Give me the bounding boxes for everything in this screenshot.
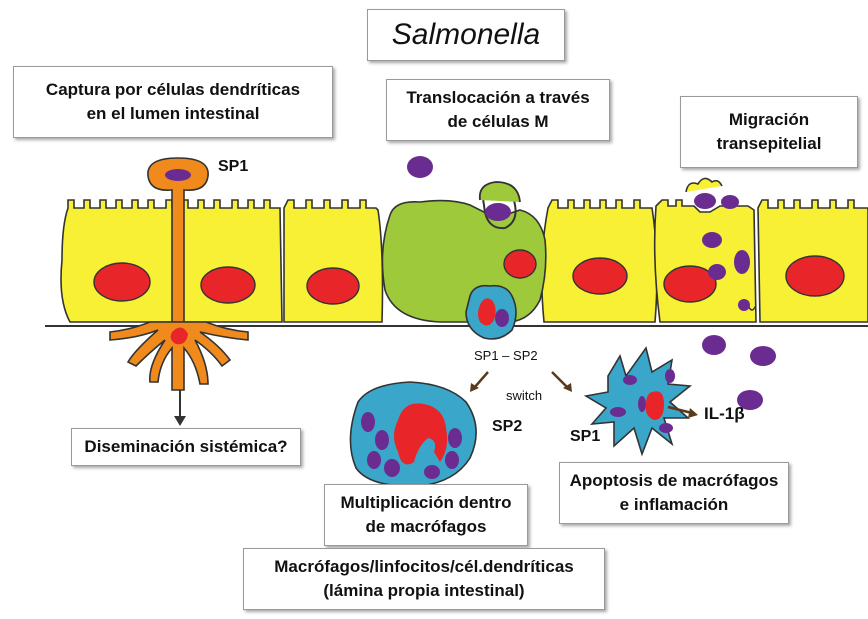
transepithelial-migration-line1: Migración [681, 108, 857, 132]
multiplication-line1: Multiplicación dentro [325, 491, 527, 515]
lamina-propria-box: Macrófagos/linfocitos/cél.dendríticas (l… [243, 548, 605, 610]
dendritic-capture-box: Captura por células dendríticas en el lu… [13, 66, 333, 138]
m-cell-translocation-line1: Translocación a través [387, 86, 609, 110]
macrophage-spiky [586, 348, 690, 454]
apoptosis-box: Apoptosis de macrófagos e inflamación [559, 462, 789, 524]
dissemination-line1: Diseminación sistémica? [72, 435, 300, 459]
enterocyte-1 [61, 200, 176, 322]
enterocyte-3 [284, 200, 383, 322]
m-cell-translocation-line2: de células M [387, 110, 609, 134]
apoptosis-line1: Apoptosis de macrófagos [560, 469, 788, 493]
switch-label: switch [506, 388, 542, 403]
multiplication-line2: de macrófagos [325, 515, 527, 539]
enterocyte-2 [178, 200, 282, 322]
lamina-propria-line1: Macrófagos/linfocitos/cél.dendríticas [244, 555, 604, 579]
m-cell [382, 182, 545, 322]
enterocyte-4 [542, 200, 657, 322]
dendritic-capture-line2: en el lumen intestinal [14, 102, 332, 126]
macrophage-small [466, 286, 516, 339]
apoptosis-line2: e inflamación [560, 493, 788, 517]
sp1-label-bottom: SP1 [570, 428, 600, 446]
sp2-label: SP2 [492, 418, 522, 436]
sp1-sp2-label: SP1 – SP2 [474, 348, 538, 363]
bacterium-lumen [407, 156, 433, 178]
dendritic-capture-line1: Captura por células dendríticas [14, 78, 332, 102]
m-cell-translocation-box: Translocación a través de células M [386, 79, 610, 141]
sp1-label-top: SP1 [218, 158, 248, 176]
transepithelial-migration-line2: transepitelial [681, 132, 857, 156]
enterocyte-6 [758, 200, 868, 322]
title-box: Salmonella [367, 9, 565, 61]
macrophage-large [350, 382, 476, 486]
dissemination-box: Diseminación sistémica? [71, 428, 301, 466]
transepithelial-migration-box: Migración transepitelial [680, 96, 858, 168]
il1b-label: IL-1β [704, 404, 745, 424]
multiplication-box: Multiplicación dentro de macrófagos [324, 484, 528, 546]
lamina-propria-line2: (lámina propia intestinal) [244, 579, 604, 603]
diagram-title: Salmonella [368, 23, 564, 47]
